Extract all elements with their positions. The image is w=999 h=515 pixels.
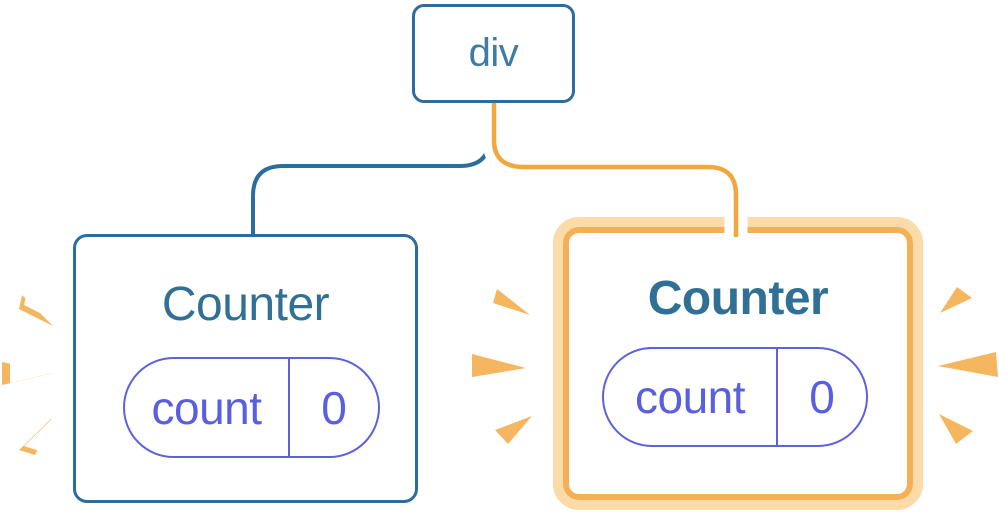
counter-node-right-highlight-ring: Counter count 0	[553, 217, 923, 510]
state-value: 0	[809, 371, 835, 423]
component-title: Counter	[161, 278, 330, 331]
spark-icon	[493, 289, 530, 315]
spark-icon	[495, 416, 532, 444]
connector-left-line	[251, 102, 492, 240]
spark-icon	[19, 291, 58, 326]
spark-icon	[939, 414, 973, 444]
state-pill: count 0	[602, 347, 868, 447]
counter-node-right: Counter count 0	[563, 227, 913, 500]
component-title: Counter	[647, 272, 829, 325]
spark-icon	[940, 287, 972, 313]
pill-divider	[288, 359, 290, 456]
state-value: 0	[321, 381, 347, 434]
counter-node-left: Counter count 0	[73, 234, 418, 503]
state-key: count	[151, 381, 262, 434]
root-node-label: div	[468, 31, 519, 75]
spark-icon	[19, 414, 57, 455]
spark-icon	[472, 354, 526, 377]
pill-divider	[776, 349, 778, 445]
root-node: div	[412, 4, 575, 103]
spark-icon	[938, 352, 998, 377]
state-pill: count 0	[123, 357, 380, 458]
state-key: count	[634, 371, 746, 423]
spark-icon	[2, 360, 62, 385]
